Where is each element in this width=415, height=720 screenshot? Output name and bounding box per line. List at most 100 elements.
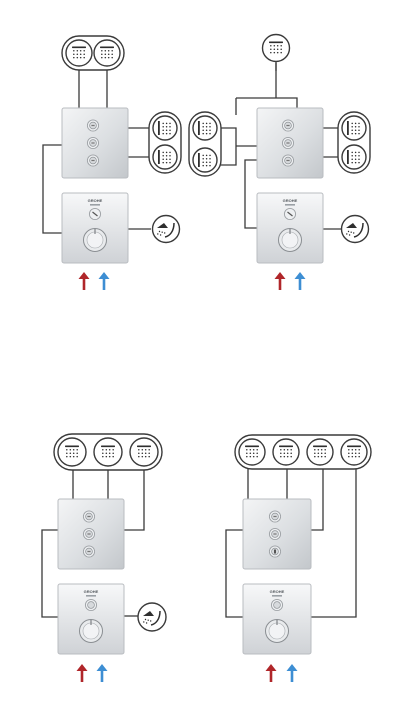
knob-marker: [289, 229, 291, 234]
thermostat-module: GROHE: [256, 192, 324, 264]
outlet-group-frame: [234, 434, 372, 470]
outlet-ring: [261, 33, 291, 63]
overhead-shower-outlet: [272, 438, 300, 466]
wall-panels: GROHE GROHE GROHE GROHE: [57, 107, 324, 655]
body-jet-pair: [337, 111, 371, 174]
outlet-ring: [272, 438, 300, 466]
overhead-shower-group: [61, 35, 125, 71]
outlet-ring: [129, 437, 159, 467]
thermostat-module: GROHE: [242, 583, 312, 655]
outlet-symbol-icon: [91, 142, 95, 144]
body-jet-outlet: [152, 115, 178, 141]
brand-logo: GROHE: [270, 589, 285, 594]
overhead-shower-group: [53, 433, 163, 471]
hot-water-arrow-icon: [78, 272, 90, 290]
supply-arrows: [78, 272, 110, 290]
knob-marker: [94, 229, 96, 234]
overhead-shower-outlet: [93, 437, 123, 467]
outlet-symbol-icon: [286, 124, 290, 127]
outlet-symbol-icon: [91, 159, 95, 162]
overhead-shower-outlet: [261, 33, 291, 63]
brand-logo: GROHE: [88, 198, 103, 203]
diverter-button: [86, 119, 100, 132]
diverter-button: [268, 510, 282, 523]
overhead-shower-outlet: [57, 437, 87, 467]
outlet-ring: [151, 214, 181, 244]
diverter-module: [242, 498, 312, 570]
brand-underline: [90, 204, 100, 206]
overhead-shower-outlet: [238, 438, 266, 466]
hand-shower-symbol-icon: [287, 211, 293, 217]
knob-marker: [276, 620, 278, 625]
outlet-ring: [93, 39, 121, 67]
brand-logo: GROHE: [84, 589, 99, 594]
outlet-symbol-icon: [286, 142, 290, 144]
on-off-button: [84, 598, 98, 612]
bypass-line: [244, 159, 257, 229]
diverter-button: [82, 527, 96, 541]
outlet-ring: [340, 438, 368, 466]
bypass-line: [41, 529, 58, 618]
outlet-ring: [238, 438, 266, 466]
temperature-knob: [79, 619, 103, 643]
diverter-button: [281, 154, 295, 167]
outlet-ring: [152, 115, 178, 141]
outlet-ring: [341, 115, 367, 141]
overhead-shower-outlet: [65, 39, 93, 67]
knob-cap: [268, 622, 286, 640]
hand-shower-outlet: [137, 602, 167, 632]
body-jet-pair: [188, 111, 222, 177]
outlet-ring: [137, 602, 167, 632]
overhead-shower-outlet: [129, 437, 159, 467]
body-jet-outlet: [152, 144, 178, 170]
outlet-symbol-icon: [273, 533, 277, 535]
knob-marker: [90, 620, 92, 625]
body-jet-outlet: [192, 115, 218, 141]
body-jet-outlet: [341, 144, 367, 170]
temperature-knob: [265, 619, 289, 643]
hand-shower-outlet: [151, 214, 181, 244]
diverter-module: [61, 107, 129, 179]
hand-shower-symbol-icon: [92, 211, 98, 217]
head-feed-lines: [72, 469, 145, 531]
bypass-line: [42, 144, 62, 234]
body-jet-pair: [148, 111, 182, 174]
button-face: [87, 601, 95, 609]
diverter-button: [86, 136, 100, 150]
outlet-symbol-icon: [87, 533, 91, 535]
on-off-button: [283, 207, 297, 221]
left-jet-feed-lines: [219, 127, 257, 166]
stop-icon: [274, 549, 276, 554]
hot-water-arrow-icon: [76, 664, 88, 682]
hot-water-arrow-icon: [265, 664, 277, 682]
head-feed-lines: [247, 469, 357, 618]
diverter-button: [281, 119, 295, 132]
outlet-ring: [57, 437, 87, 467]
jet-feed-lines: [128, 127, 150, 158]
bypass-line: [225, 529, 243, 618]
thermostat-module: GROHE: [57, 583, 125, 655]
cold-water-arrow-icon: [98, 272, 110, 290]
hot-water-arrow-icon: [274, 272, 286, 290]
head-feed-lines: [78, 68, 108, 108]
thermostat-module: GROHE: [61, 192, 129, 264]
outlet-symbol-icon: [87, 515, 91, 518]
diverter-button: [82, 510, 96, 523]
outlet-symbol-icon: [87, 550, 91, 553]
diverter-button: [82, 545, 96, 558]
knob-cap: [86, 231, 104, 249]
head-feed-lines: [235, 97, 298, 115]
cold-water-arrow-icon: [286, 664, 298, 682]
temperature-knob: [83, 228, 107, 252]
hand-shower-outlet: [340, 214, 370, 244]
diverter-module: [57, 498, 125, 570]
overhead-shower-outlet: [306, 438, 334, 466]
cold-water-arrow-icon: [96, 664, 108, 682]
brand-logo: GROHE: [283, 198, 298, 203]
outlet-ring: [192, 115, 218, 141]
diverter-button: [281, 136, 295, 150]
supply-arrows: [265, 664, 298, 682]
outlet-ring: [192, 147, 218, 173]
body-jet-outlet: [192, 147, 218, 173]
